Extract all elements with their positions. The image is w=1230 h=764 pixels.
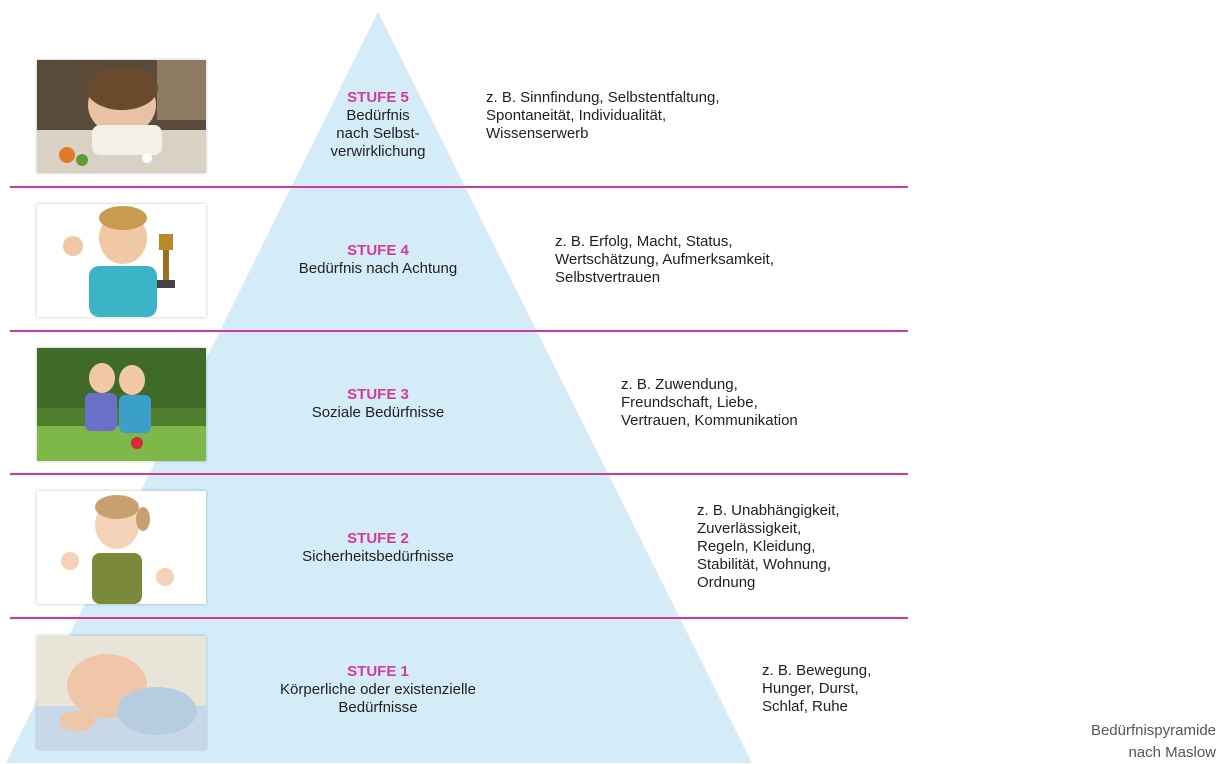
stage-title: STUFE 5 bbox=[347, 89, 409, 106]
example-line: z. B. Sinnfindung, Selbstentfaltung, bbox=[486, 89, 720, 106]
toddler-girl-laughing-image bbox=[37, 491, 206, 604]
example-line: z. B. Bewegung, bbox=[762, 662, 872, 679]
example-line: Ordnung bbox=[697, 574, 756, 591]
divider-line bbox=[10, 473, 908, 475]
example-line: Vertrauen, Kommunikation bbox=[621, 412, 798, 429]
child-cutting-vegetables-image bbox=[37, 60, 206, 173]
photo-toddler-girl-laughing bbox=[37, 491, 206, 604]
need-line: Körperliche oder existenzielle bbox=[280, 681, 476, 698]
example-line: Freundschaft, Liebe, bbox=[621, 394, 758, 411]
sleeping-baby-image bbox=[37, 636, 206, 749]
example-line: Spontaneität, Individualität, bbox=[486, 107, 667, 124]
example-line: Zuverlässigkeit, bbox=[697, 520, 802, 537]
example-line: z. B. Unabhängigkeit, bbox=[697, 502, 840, 519]
need-line: nach Selbst- bbox=[336, 125, 420, 142]
example-line: z. B. Erfolg, Macht, Status, bbox=[555, 233, 733, 250]
caption-line: Bedürfnispyramide bbox=[1090, 722, 1216, 739]
example-line: Hunger, Durst, bbox=[762, 680, 859, 697]
example-line: z. B. Zuwendung, bbox=[621, 376, 738, 393]
example-line: Schlaf, Ruhe bbox=[762, 698, 848, 715]
level-1-label: STUFE 1 Körperliche oder existenzielle B… bbox=[248, 663, 508, 717]
example-line: Regeln, Kleidung, bbox=[697, 538, 816, 555]
figure-caption: Bedürfnispyramide nach Maslow bbox=[1091, 720, 1216, 764]
divider-line bbox=[10, 186, 908, 188]
photo-boy-holding-trophy bbox=[37, 204, 206, 317]
level-2-examples: z. B. Unabhängigkeit, Zuverlässigkeit, R… bbox=[697, 502, 840, 592]
need-line: Bedürfnis bbox=[346, 107, 410, 124]
example-line: Wissenserwerb bbox=[486, 125, 589, 142]
stage-title: STUFE 3 bbox=[347, 386, 409, 403]
need-line: Soziale Bedürfnisse bbox=[311, 404, 445, 421]
example-line: Stabilität, Wohnung, bbox=[697, 556, 831, 573]
level-5-label: STUFE 5 Bedürfnis nach Selbst- verwirkli… bbox=[248, 89, 508, 161]
level-3-label: STUFE 3 Soziale Bedürfnisse bbox=[248, 386, 508, 422]
divider-line bbox=[10, 617, 908, 619]
level-2-label: STUFE 2 Sicherheitsbedürfnisse bbox=[248, 530, 508, 566]
level-5-examples: z. B. Sinnfindung, Selbstentfaltung, Spo… bbox=[486, 89, 720, 143]
need-line: verwirklichung bbox=[330, 143, 426, 160]
stage-title: STUFE 1 bbox=[347, 663, 409, 680]
stage-title: STUFE 4 bbox=[347, 242, 409, 259]
photo-sleeping-baby bbox=[37, 636, 206, 749]
level-4-examples: z. B. Erfolg, Macht, Status, Wertschätzu… bbox=[555, 233, 774, 287]
need-line: Bedürfnisse bbox=[338, 699, 418, 716]
two-children-on-grass-image bbox=[37, 348, 206, 461]
level-4-label: STUFE 4 Bedürfnis nach Achtung bbox=[248, 242, 508, 278]
caption-line: nach Maslow bbox=[1128, 744, 1216, 761]
need-line: Bedürfnis nach Achtung bbox=[298, 260, 458, 277]
photo-child-cutting-vegetables bbox=[37, 60, 206, 173]
example-line: Selbstvertrauen bbox=[555, 269, 661, 286]
photo-two-children-on-grass bbox=[37, 348, 206, 461]
level-1-examples: z. B. Bewegung, Hunger, Durst, Schlaf, R… bbox=[762, 662, 871, 716]
divider-line bbox=[10, 330, 908, 332]
level-3-examples: z. B. Zuwendung, Freundschaft, Liebe, Ve… bbox=[621, 376, 798, 430]
stage-title: STUFE 2 bbox=[347, 530, 409, 547]
example-line: Wertschätzung, Aufmerksamkeit, bbox=[555, 251, 774, 268]
boy-holding-trophy-image bbox=[37, 204, 206, 317]
need-line: Sicherheitsbedürfnisse bbox=[302, 548, 454, 565]
